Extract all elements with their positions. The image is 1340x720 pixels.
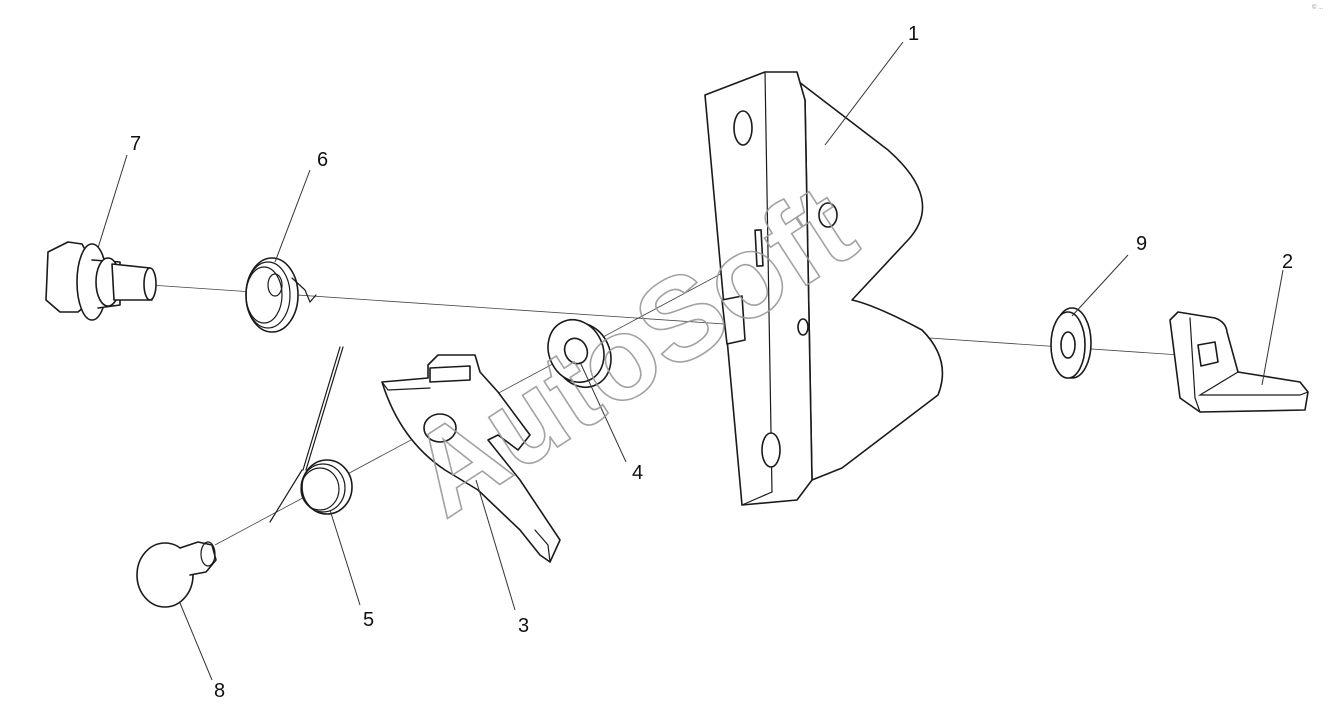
callout-1: 1 xyxy=(908,23,919,45)
part-3-latch-lever xyxy=(381,354,561,563)
callout-7: 7 xyxy=(130,133,141,155)
callout-4: 4 xyxy=(632,462,643,484)
leader-lines xyxy=(97,41,1284,681)
part-6-coil-spring xyxy=(245,257,317,333)
part-9-washer xyxy=(1050,307,1092,379)
part-8-rivet-pin xyxy=(136,541,217,608)
part-2-l-bracket xyxy=(1169,311,1309,413)
callout-6: 6 xyxy=(317,149,328,171)
callout-3: 3 xyxy=(518,615,529,637)
part-7-hex-bolt xyxy=(45,241,157,321)
callout-9: 9 xyxy=(1136,233,1147,255)
callout-8: 8 xyxy=(214,680,225,702)
callouts: 1 2 3 4 5 6 7 8 9 xyxy=(130,23,1293,702)
part-5-torsion-spring xyxy=(269,346,353,523)
part-4-washer xyxy=(547,319,612,388)
callout-5: 5 xyxy=(363,609,374,631)
callout-2: 2 xyxy=(1282,251,1293,273)
corner-mark: © ... xyxy=(1312,4,1323,11)
part-1-bracket xyxy=(704,71,944,506)
